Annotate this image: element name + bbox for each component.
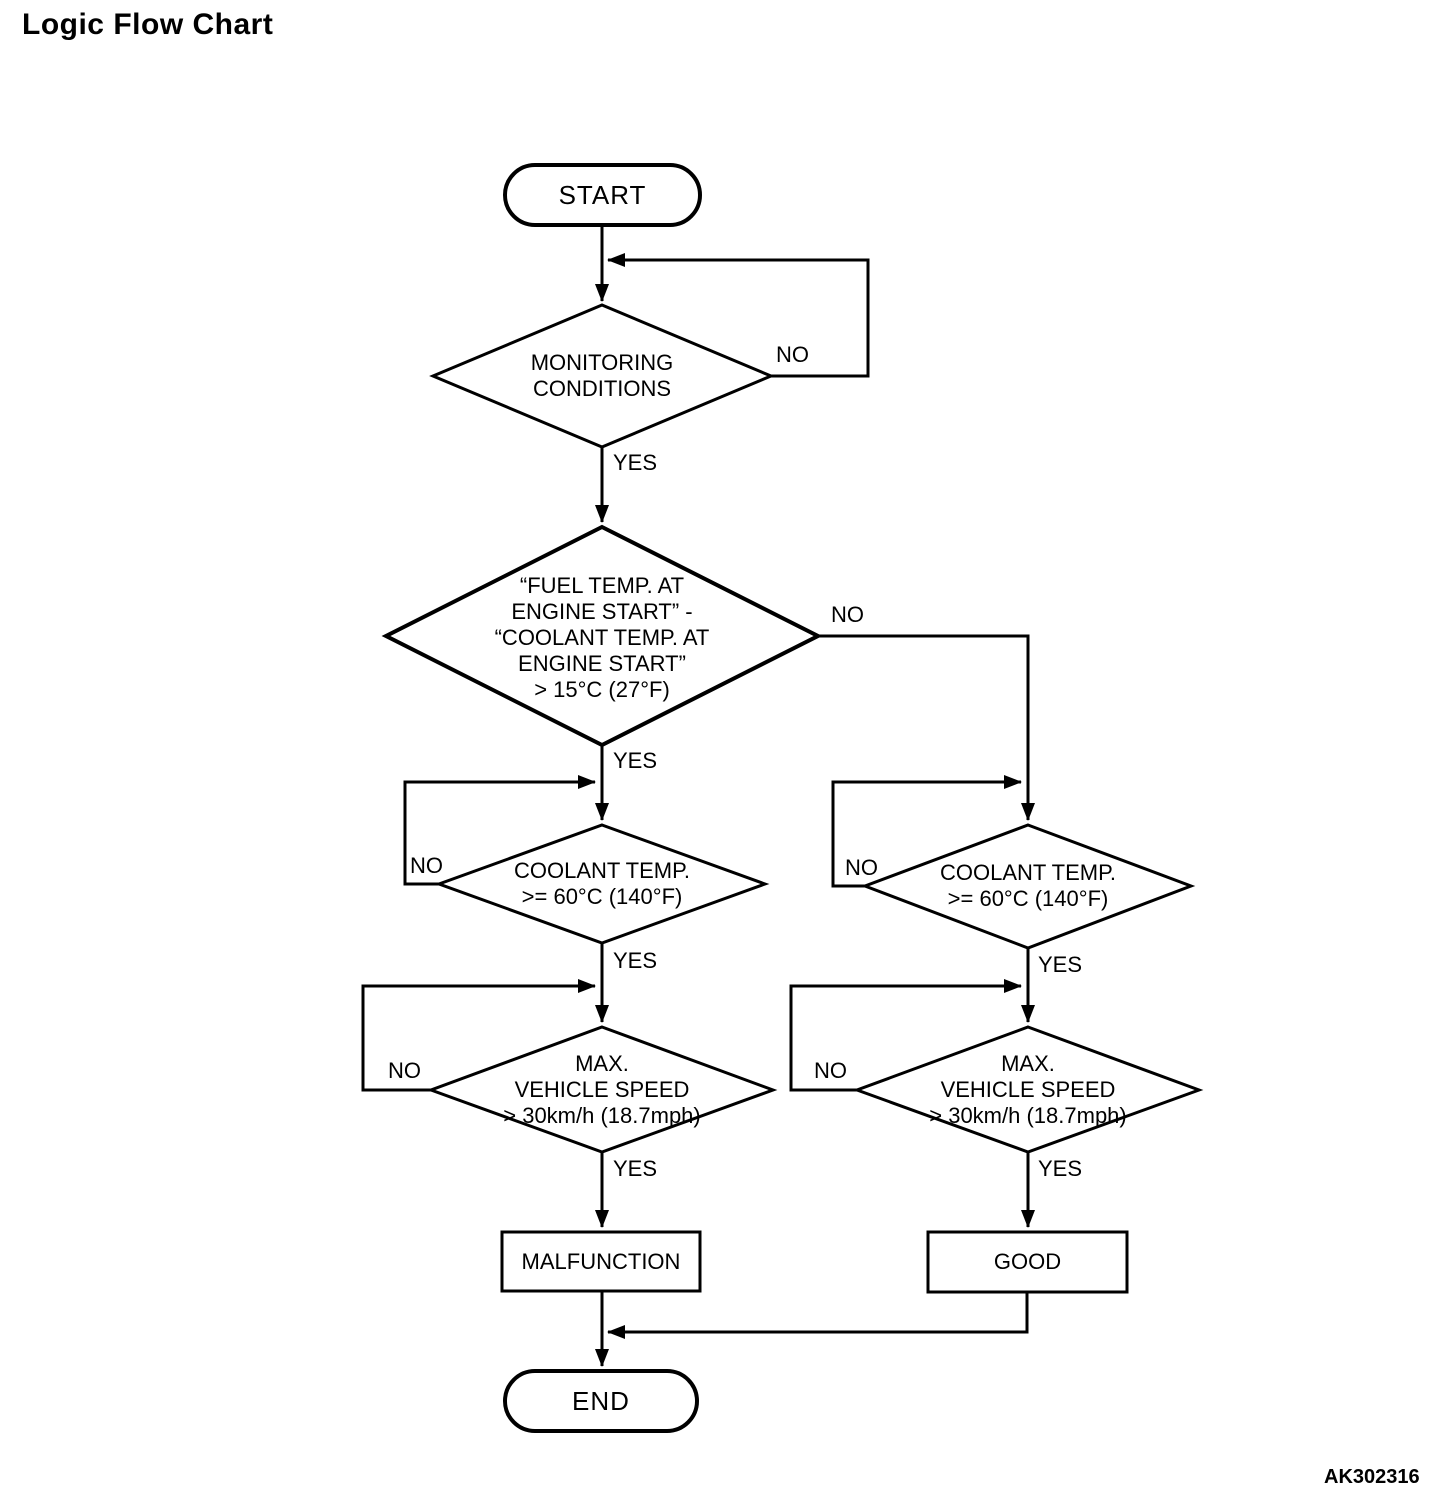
start-node-shape — [503, 163, 702, 227]
edge-coolant-left-no-loop — [403, 775, 596, 886]
coolant-temp-left-diamond — [434, 823, 770, 945]
speed-left-yes-label: YES — [613, 1156, 658, 1181]
vehicle-speed-right-label: MAX. VEHICLE SPEED > 30km/h (18.7mph) — [929, 1051, 1127, 1128]
coolant-temp-right-label: COOLANT TEMP. >= 60°C (140°F) — [939, 860, 1117, 911]
malfunction-box — [500, 1230, 702, 1293]
figure-code: AK302316 — [1324, 1466, 1420, 1488]
coolant-left-no-label: NO — [410, 853, 443, 878]
fuel-no-label: NO — [831, 602, 864, 627]
vehicle-speed-right-diamond — [852, 1025, 1204, 1154]
fuel-yes-label: YES — [613, 748, 658, 773]
monitoring-conditions-label: MONITORING CONDITIONS — [530, 350, 674, 401]
page-title: Logic Flow Chart — [22, 8, 274, 41]
edge-good-to-merge — [607, 1292, 1029, 1339]
speed-left-no-label: NO — [388, 1058, 421, 1083]
coolant-right-no-label: NO — [845, 855, 878, 880]
edge-fuel-no-branch — [818, 634, 1035, 821]
start-node-label: START — [558, 180, 647, 210]
end-node-label: END — [572, 1386, 630, 1416]
malfunction-label: MALFUNCTION — [521, 1248, 681, 1274]
monitoring-conditions-diamond — [429, 303, 775, 449]
good-box — [926, 1230, 1129, 1294]
fuel-temp-diamond — [381, 524, 823, 748]
coolant-left-yes-label: YES — [613, 948, 658, 973]
edge-monitoring-no-loop — [607, 253, 870, 378]
coolant-temp-right-diamond — [860, 823, 1196, 950]
monitoring-yes-label: YES — [613, 450, 658, 475]
vehicle-speed-left-label: MAX. VEHICLE SPEED > 30km/h (18.7mph) — [503, 1051, 701, 1128]
speed-right-no-label: NO — [814, 1058, 847, 1083]
good-label: GOOD — [993, 1249, 1062, 1274]
speed-right-yes-label: YES — [1038, 1156, 1083, 1181]
monitoring-no-label: NO — [776, 342, 809, 367]
edge-coolant-right-no-loop — [831, 775, 1022, 888]
coolant-right-yes-label: YES — [1038, 952, 1083, 977]
fuel-temp-label: “FUEL TEMP. AT ENGINE START” - “COOLANT … — [494, 573, 710, 702]
edge-speed-right-no-loop — [789, 979, 1022, 1092]
vehicle-speed-left-diamond — [426, 1025, 778, 1154]
edge-speed-left-no-loop — [361, 979, 596, 1092]
end-node-shape — [503, 1369, 699, 1433]
coolant-temp-left-label: COOLANT TEMP. >= 60°C (140°F) — [513, 858, 691, 909]
